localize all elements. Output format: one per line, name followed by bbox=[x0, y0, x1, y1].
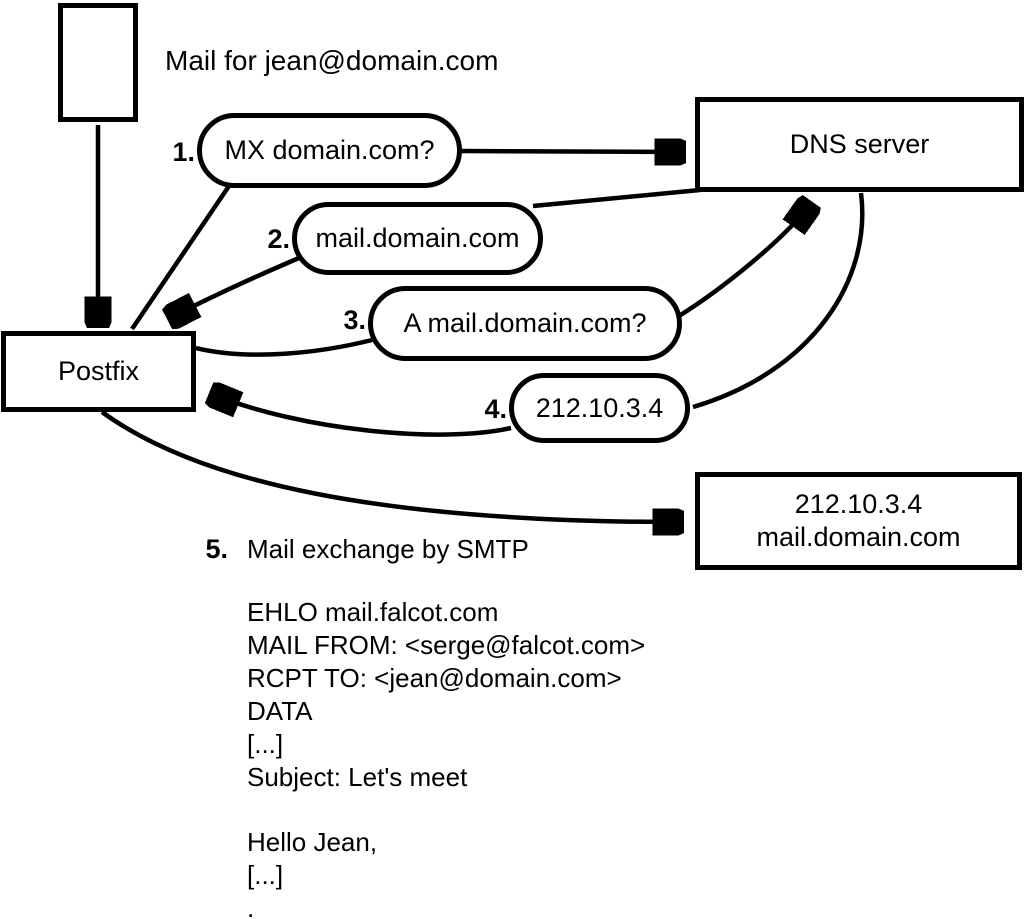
smtp-line: MAIL FROM: <serge@falcot.com> bbox=[247, 629, 646, 660]
mail-server-hostname-label: mail.domain.com bbox=[756, 522, 961, 552]
arrow-reply-mx-to-postfix bbox=[170, 255, 300, 318]
step3-query-label: A mail.domain.com? bbox=[403, 308, 647, 338]
incoming-mail-envelope bbox=[58, 3, 138, 122]
mail-server-ip-label: 212.10.3.4 bbox=[794, 489, 923, 519]
mail-server-node: 212.10.3.4 mail.domain.com bbox=[695, 472, 1022, 570]
step4-reply-label: 212.10.3.4 bbox=[535, 392, 664, 423]
smtp-line bbox=[247, 793, 645, 826]
smtp-line: DATA bbox=[247, 695, 313, 726]
step3-number: 3. bbox=[343, 305, 366, 335]
arrow-postfix-to-mailserver bbox=[100, 410, 681, 522]
step2-reply-label: mail.domain.com bbox=[315, 223, 520, 253]
smtp-line: Hello Jean, bbox=[247, 827, 378, 858]
step5-label: Mail exchange by SMTP bbox=[247, 534, 529, 564]
step4-reply-bubble: 212.10.3.4 bbox=[509, 373, 690, 443]
line-postfix-to-query-a bbox=[195, 337, 373, 357]
smtp-line: Subject: Let's meet bbox=[247, 761, 468, 792]
line-dns-to-reply-a bbox=[692, 192, 865, 410]
step1-query-label: MX domain.com? bbox=[224, 135, 435, 165]
step1-number: 1. bbox=[172, 137, 195, 167]
smtp-line: EHLO mail.falcot.com bbox=[247, 597, 499, 627]
dns-server-node: DNS server bbox=[695, 97, 1024, 192]
step2-number: 2. bbox=[267, 224, 290, 254]
line-dns-to-reply-mx bbox=[532, 187, 701, 209]
smtp-line: [...] bbox=[247, 728, 284, 759]
postfix-node: Postfix bbox=[1, 331, 196, 412]
incoming-mail-label: Mail for jean@domain.com bbox=[165, 45, 499, 76]
step5-number: 5. bbox=[205, 534, 228, 564]
step1-query-bubble: MX domain.com? bbox=[197, 113, 462, 188]
step4-number: 4. bbox=[484, 394, 507, 424]
smtp-line: [...] bbox=[247, 860, 284, 891]
dns-server-node-label: DNS server bbox=[789, 129, 930, 159]
smtp-line: . bbox=[247, 893, 255, 919]
step3-query-bubble: A mail.domain.com? bbox=[368, 286, 682, 361]
arrow-query-mx-to-dns bbox=[459, 151, 683, 152]
smtp-session-text: EHLO mail.falcot.com MAIL FROM: <serge@f… bbox=[247, 596, 645, 919]
line-postfix-to-query-mx bbox=[130, 184, 231, 331]
step2-reply-bubble: mail.domain.com bbox=[292, 202, 543, 275]
smtp-line: RCPT TO: <jean@domain.com> bbox=[247, 662, 622, 693]
arrow-query-a-to-dns bbox=[677, 204, 810, 318]
postfix-node-label: Postfix bbox=[57, 356, 140, 386]
arrow-reply-a-to-postfix bbox=[212, 394, 512, 437]
